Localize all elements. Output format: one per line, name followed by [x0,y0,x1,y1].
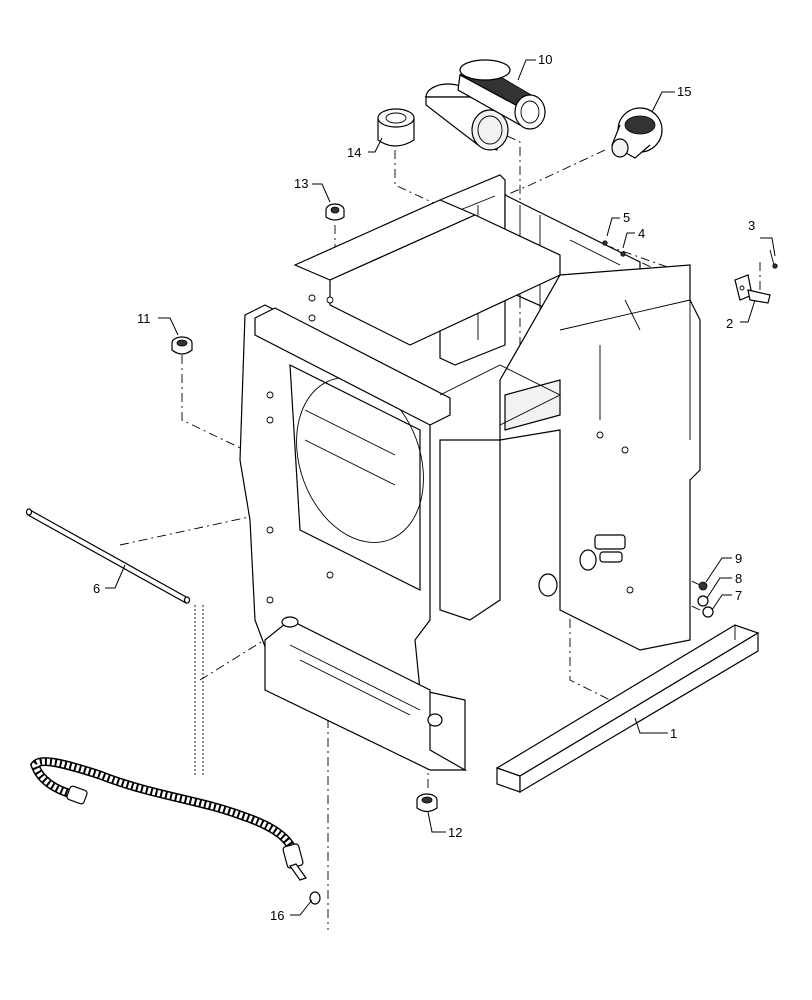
part-12-plug [416,793,438,813]
callout-3: 3 [748,218,755,233]
part-7-8-9-rings [697,581,714,618]
callout-13: 13 [294,176,308,191]
part-4-5-fasteners [602,240,626,257]
callout-1: 1 [670,726,677,741]
callout-8: 8 [735,571,742,586]
callout-11: 11 [137,311,151,326]
part-14-ring [377,108,415,147]
part-6-rod [25,508,204,775]
callout-4: 4 [638,226,645,241]
callout-16: 16 [270,908,284,923]
part-11-plug [171,336,193,355]
callout-9: 9 [735,551,742,566]
main-frame [239,174,701,771]
part-3-screw [769,249,778,269]
callout-15: 15 [677,84,691,99]
part-1-block [495,624,760,794]
callout-leaders [105,59,776,916]
part-15-filter [611,107,663,159]
part-16-hose [30,757,321,905]
callout-14: 14 [347,145,361,160]
part-2-latch [734,274,771,304]
callout-10: 10 [538,52,552,67]
callout-labels: 1 2 3 4 5 6 7 8 9 10 11 12 13 14 15 16 [93,52,755,923]
callout-6: 6 [93,581,100,596]
part-10-filter [424,59,546,151]
callout-5: 5 [623,210,630,225]
callout-2: 2 [726,316,733,331]
callout-12: 12 [448,825,462,840]
part-13-plug [325,203,345,221]
callout-7: 7 [735,588,742,603]
